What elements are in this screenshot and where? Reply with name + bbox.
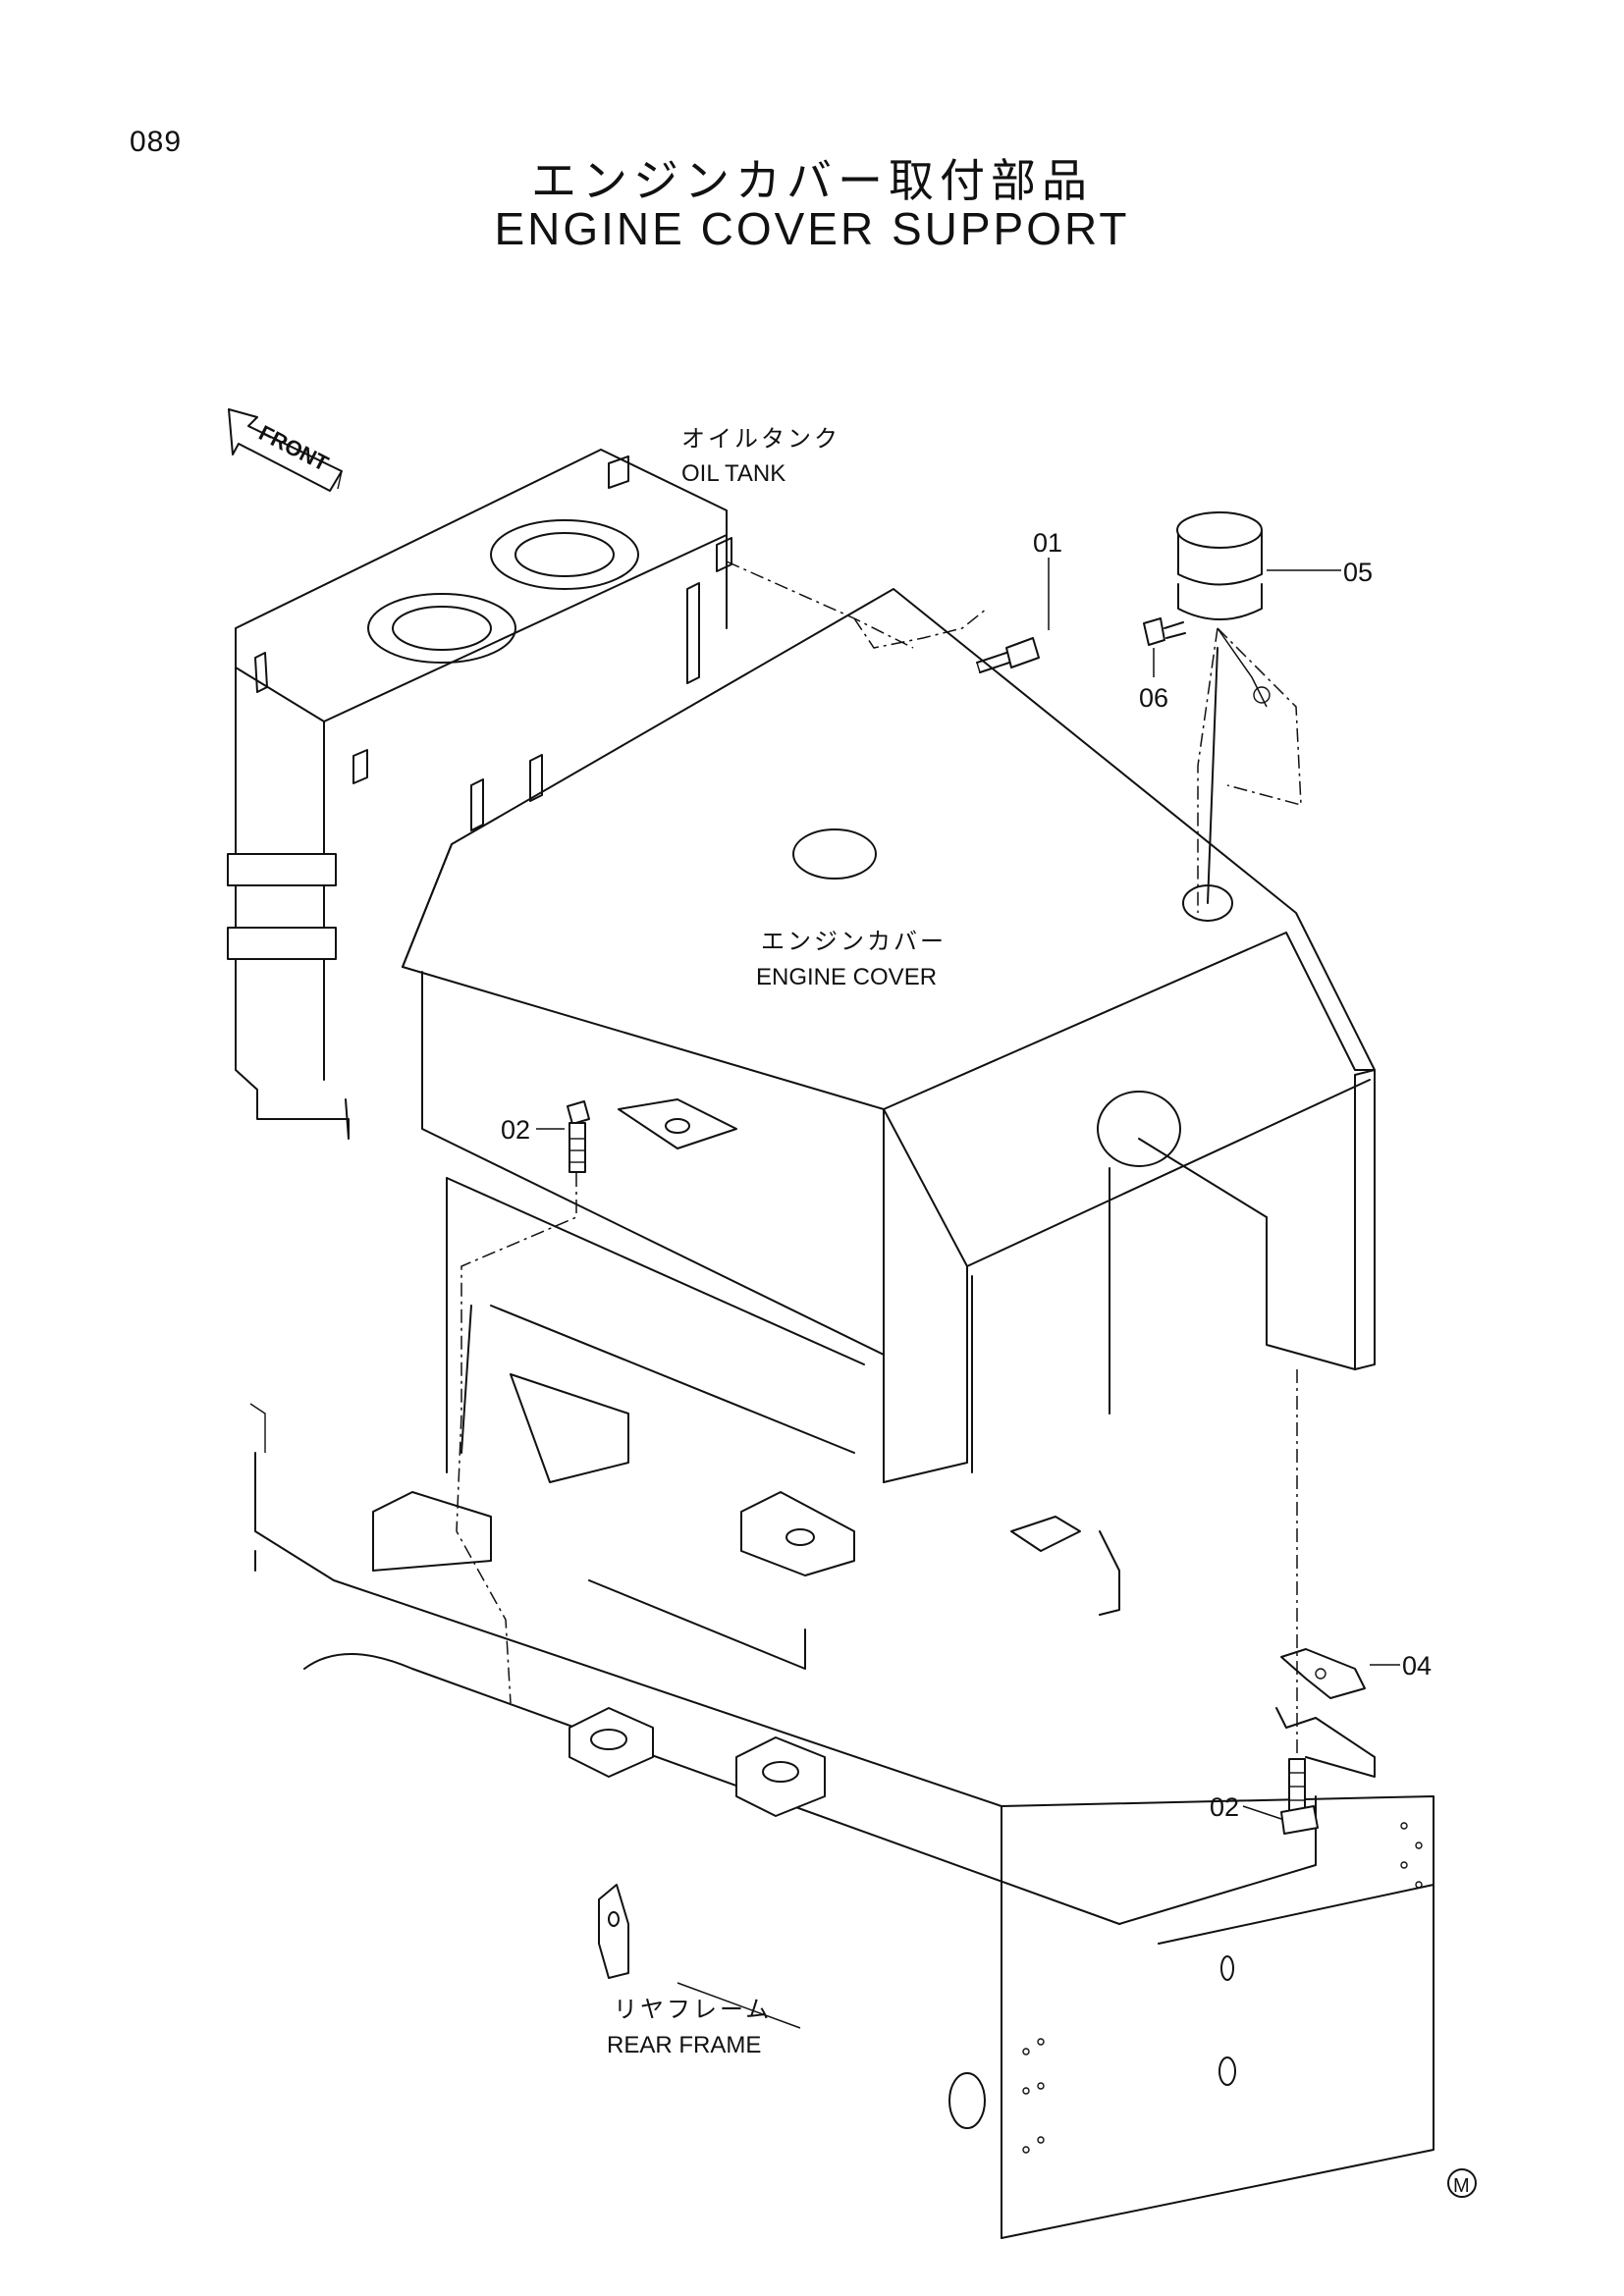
oil-tank-label-jp: オイルタンク [681,425,840,453]
callout-06: 06 [1139,683,1168,713]
callout-02-upper: 02 [501,1115,530,1145]
oil-tank-label-en: OIL TANK [681,460,785,487]
callout-leaders [536,558,1400,2029]
part-04-plate-icon [1280,1648,1366,1699]
engine-cover-label-en: ENGINE COVER [756,964,937,990]
part-05-filler-cap-icon [1176,511,1271,708]
rear-frame-label-en: REAR FRAME [607,2032,761,2058]
page-number: 089 [130,126,183,158]
part-02-bolt-icon [567,1100,590,1173]
corner-mark: M [1447,2168,1477,2198]
front-arrow-icon: FRONT [228,408,343,492]
engine-cover-label-jp: エンジンカバー [761,928,947,955]
rear-frame-label-jp: リヤフレーム [614,1996,772,2023]
title-japanese: エンジンカバー取付部品 [531,154,1093,207]
part-02b-bolt-icon [1280,1758,1319,1835]
callout-04: 04 [1402,1651,1432,1681]
callout-02-lower: 02 [1210,1792,1239,1822]
oil-tank-drawing [227,449,732,1140]
engine-cover-drawing [402,588,1376,1483]
title-english: ENGINE COVER SUPPORT [494,203,1130,254]
part-06-bolt-icon [1143,617,1186,646]
callout-01: 01 [1033,528,1062,558]
callout-05: 05 [1343,558,1373,587]
rear-frame-drawing [249,1305,1435,2239]
corner-mark-letter: M [1453,2175,1470,2197]
assembly-center-lines [456,561,1302,1757]
part-01-bolt-icon [976,637,1040,673]
